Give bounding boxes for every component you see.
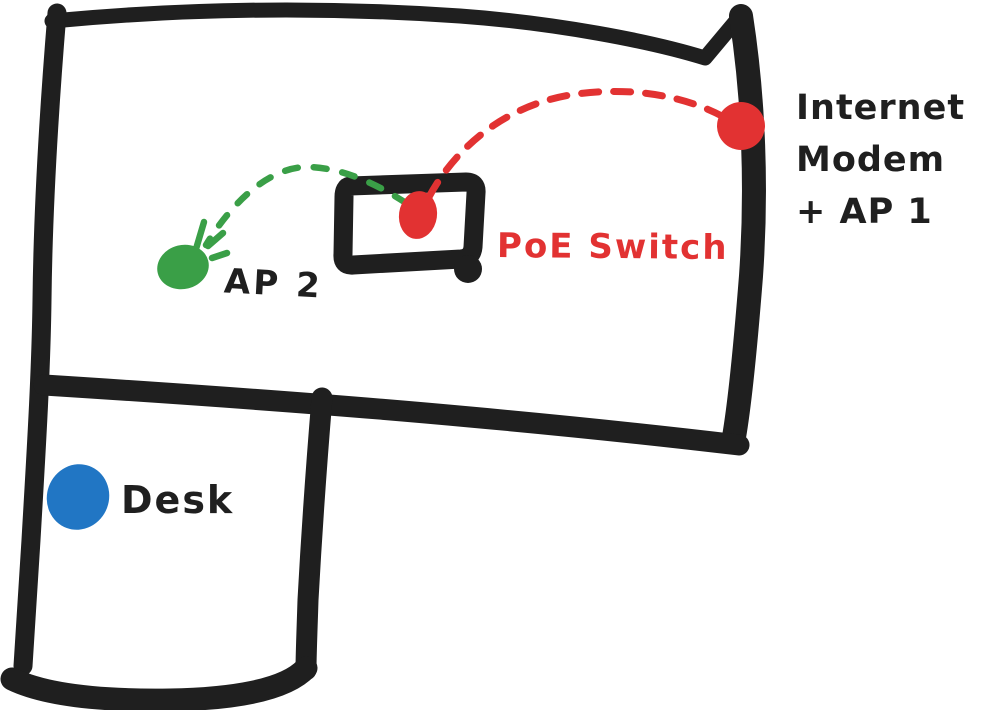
walls-group [0, 2, 766, 710]
ap2-dot [157, 244, 209, 290]
switch-to-ap2-link [202, 163, 410, 249]
divider-wall [33, 374, 750, 456]
modem-ap1-dot [717, 102, 765, 150]
main-room-top-wall [44, 2, 749, 66]
ap2-signal-tick-1 [192, 218, 208, 253]
poe-switch-label: PoE Switch [496, 225, 729, 269]
ap2-label: AP 2 [223, 261, 324, 307]
main-room-right-wall [722, 4, 766, 449]
ap2-signal-ticks [192, 218, 231, 262]
ap2-signal-tick-2 [204, 229, 227, 250]
desk-dot [46, 464, 110, 530]
modem-ap1-label: Internet Modem + AP 1 [796, 88, 966, 232]
desk-label: Desk [121, 478, 235, 522]
small-room-right-wall [295, 387, 333, 681]
left-wall [13, 3, 67, 676]
poe-switch-box-corner-blob [454, 255, 482, 283]
modem-to-switch-link [425, 87, 733, 201]
poe-switch-dot [398, 191, 438, 239]
ap2-signal-tick-3 [208, 249, 231, 262]
small-room-bottom-wall [0, 656, 318, 710]
